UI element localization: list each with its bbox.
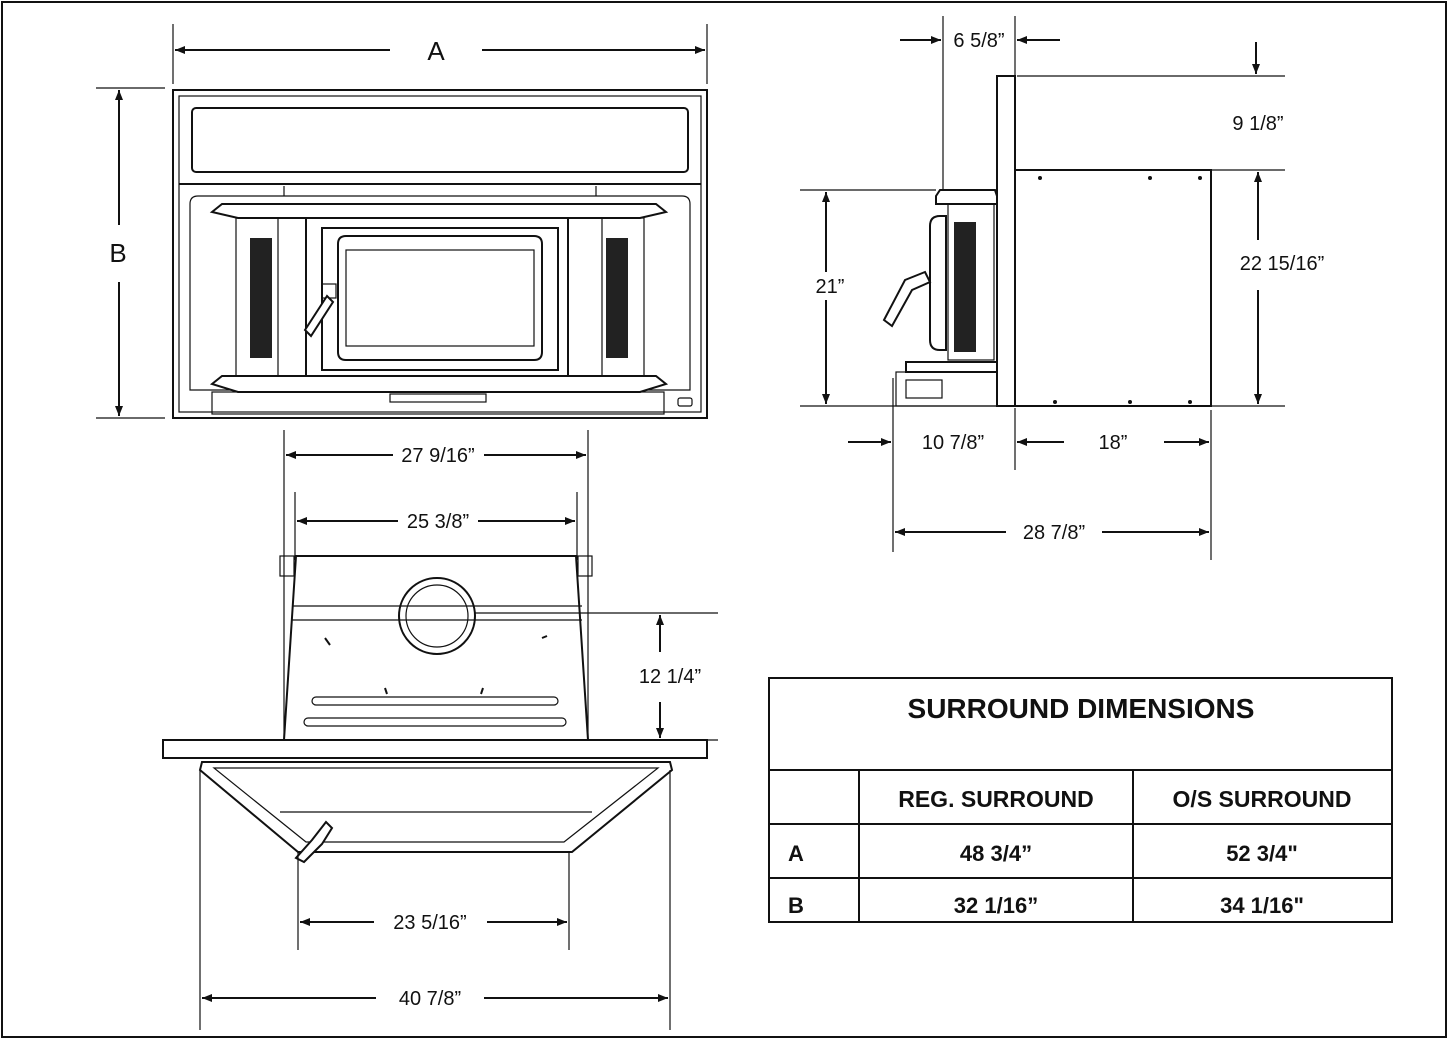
surround-dimensions-table: SURROUND DIMENSIONS REG. SURROUND O/S SU…	[768, 677, 1393, 923]
door-glass	[337, 235, 543, 361]
table-header-os: O/S SURROUND	[1173, 786, 1352, 812]
stove-top-shelf	[209, 203, 669, 219]
table-cell: 48 3/4”	[960, 841, 1032, 866]
surround-side-panel	[996, 75, 1016, 407]
table-cell: 34 1/16"	[1220, 893, 1304, 918]
dim-label-a: A	[427, 36, 445, 66]
table-cell: 52 3/4"	[1226, 841, 1298, 866]
dim-front-height: 21”	[816, 276, 845, 298]
dim-outer-width: 27 9/16”	[401, 445, 474, 467]
right-vent-grille	[606, 238, 628, 358]
top-door-handle	[294, 820, 334, 864]
stove-door	[305, 217, 569, 379]
dim-front-outer: 40 7/8”	[399, 988, 461, 1010]
flue-collar	[398, 577, 476, 655]
stove-body-side	[1014, 169, 1212, 407]
table-header-reg: REG. SURROUND	[898, 786, 1094, 812]
dim-top-offset: 9 1/8”	[1232, 113, 1283, 135]
left-vent-grille	[250, 238, 272, 358]
dim-depth-front: 6 5/8”	[953, 30, 1004, 52]
table-row-label: B	[788, 893, 804, 918]
top-louver-panel	[191, 107, 689, 173]
dim-label-b: B	[109, 238, 126, 268]
dim-base-front: 10 7/8”	[922, 432, 984, 454]
dim-front-inner: 23 5/16”	[393, 912, 466, 934]
side-door-handle	[882, 270, 932, 328]
front-view: A B	[96, 24, 708, 419]
dim-body-depth: 18”	[1099, 432, 1128, 454]
surround-frame	[172, 89, 708, 419]
table-row-label: A	[788, 841, 804, 866]
stove-front-top	[198, 761, 674, 853]
dim-total-depth: 28 7/8”	[1023, 522, 1085, 544]
dim-body-height: 22 15/16”	[1240, 253, 1325, 275]
surround-plate	[162, 739, 708, 759]
dim-flue-offset: 12 1/4”	[639, 666, 701, 688]
door-handle	[303, 294, 335, 338]
dim-inner-width: 25 3/8”	[407, 511, 469, 533]
stove-body-top	[282, 555, 590, 741]
table-title: SURROUND DIMENSIONS	[908, 693, 1255, 724]
table-cell: 32 1/16”	[954, 893, 1038, 918]
side-view: 6 5/8” 9 1/8” 21” 22 15/16”	[800, 16, 1324, 560]
side-vent-grille	[954, 222, 976, 352]
top-view: 27 9/16” 25 3/8” 12 1/4”	[162, 430, 718, 1030]
